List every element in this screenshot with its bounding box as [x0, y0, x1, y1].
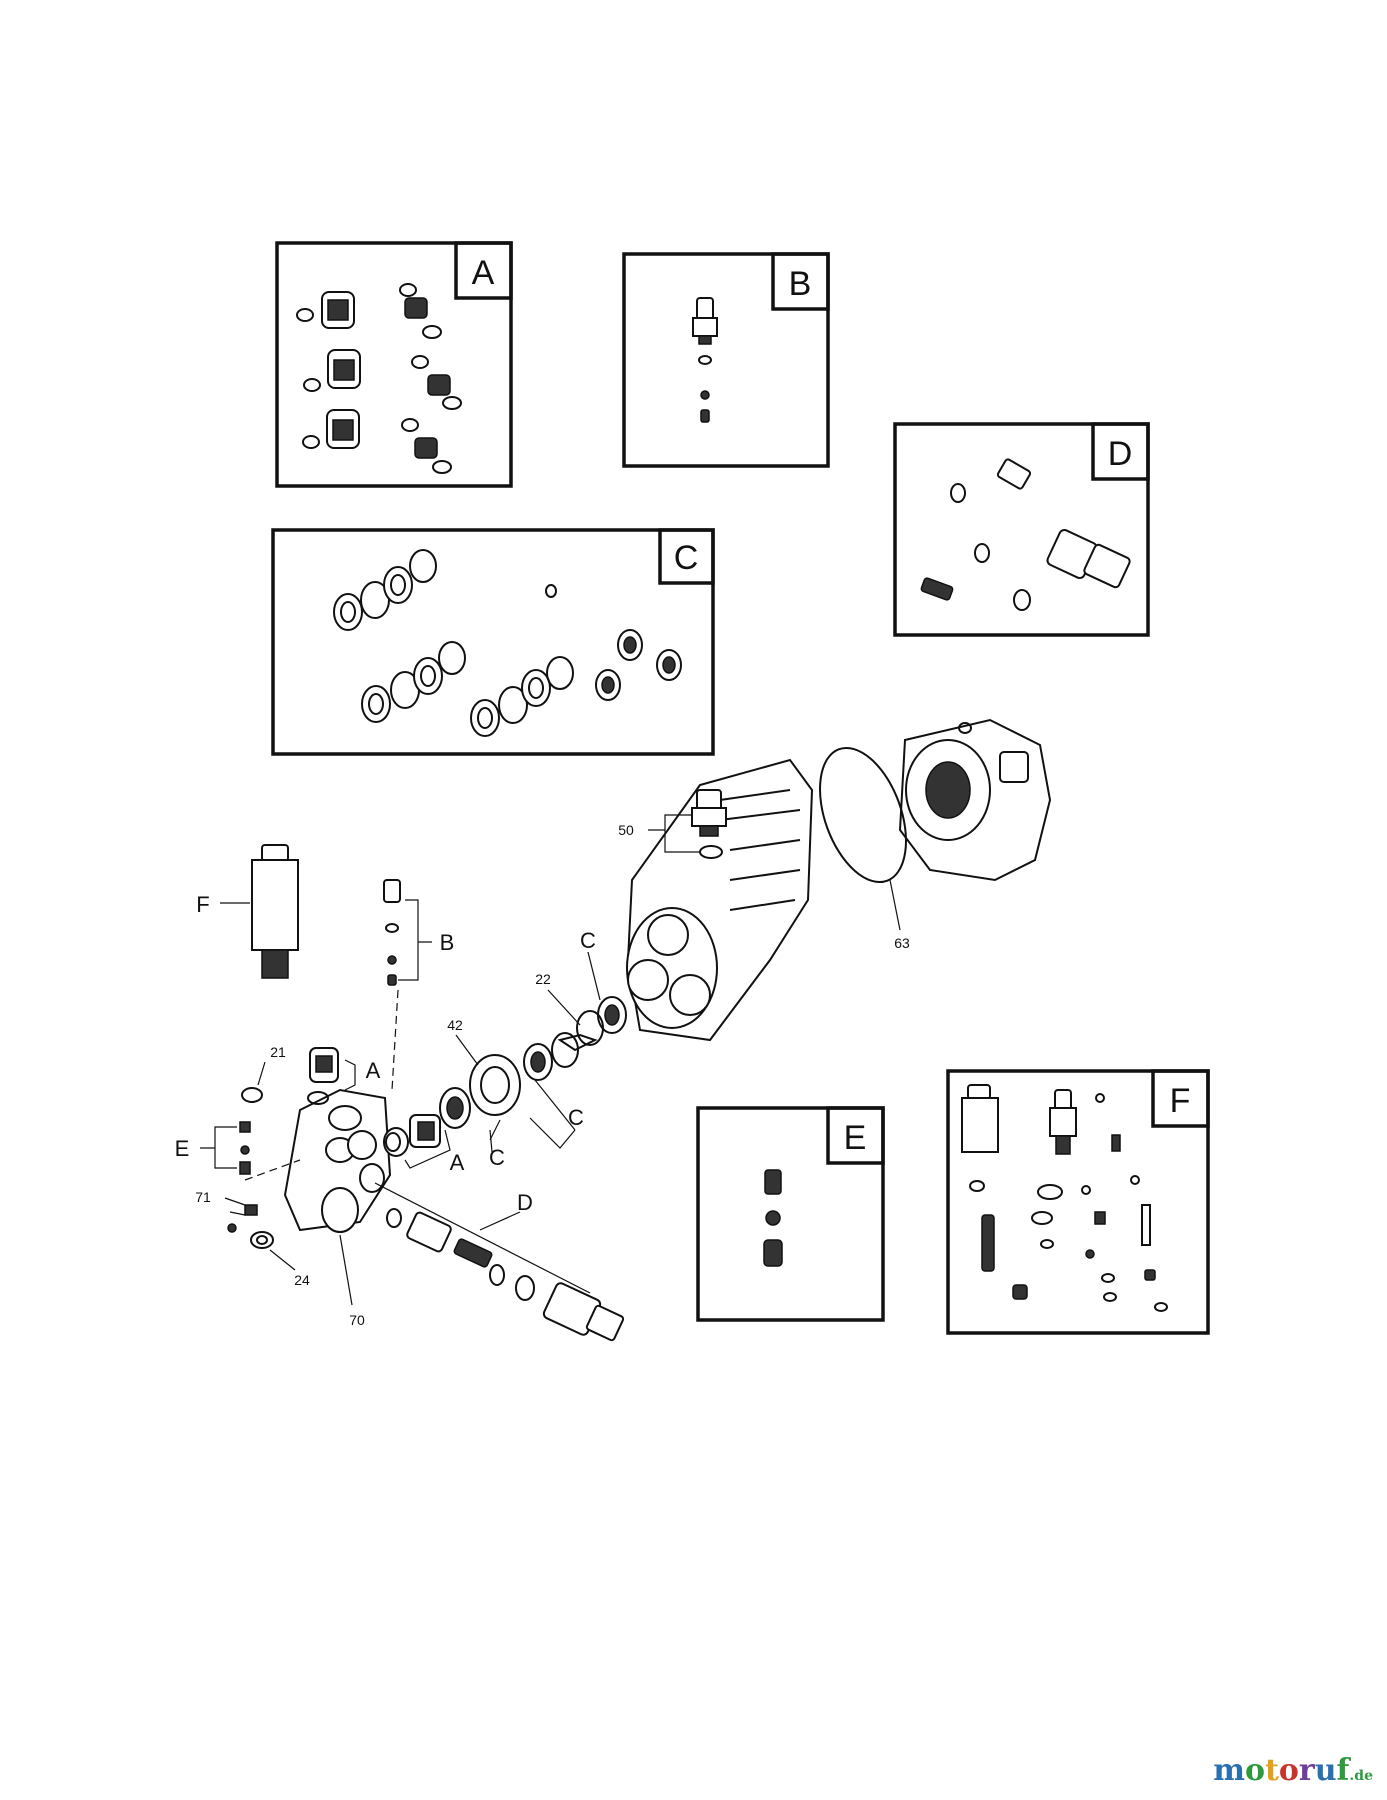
- watermark-letter: o: [1245, 1753, 1266, 1788]
- label-63: 63: [894, 935, 910, 951]
- kit-c-seal-set-2: [361, 641, 466, 723]
- kit-box-d: D: [893, 422, 1150, 637]
- kit-box-c: C: [271, 528, 715, 756]
- kit-box-c-letter: C: [674, 539, 699, 577]
- kit-box-d-letter: D: [1108, 435, 1133, 473]
- crankcase-flange: [898, 718, 1052, 882]
- callout-e-main: E: [175, 1136, 190, 1161]
- kit-c-seal-set-1: [333, 549, 437, 631]
- kit-c-bushings: [595, 629, 682, 701]
- kit-a-inlet-valves: [296, 291, 361, 449]
- callout-c-mid: C: [568, 1105, 584, 1130]
- label-42: 42: [447, 1017, 463, 1033]
- callout-a-top: A: [366, 1058, 381, 1083]
- kit-box-a: A: [275, 241, 513, 488]
- watermark-letter: t: [1265, 1753, 1279, 1788]
- fitting-50: 50: [618, 789, 727, 859]
- watermark-letter: u: [1314, 1753, 1337, 1788]
- watermark-text: motoruf: [1213, 1753, 1349, 1788]
- callout-b-main: B: [440, 930, 455, 955]
- kit-box-f-letter: F: [1170, 1082, 1191, 1120]
- callout-f: F: [196, 892, 209, 917]
- kit-box-f: F: [946, 1069, 1210, 1335]
- kit-box-b-letter: B: [789, 265, 812, 303]
- label-21: 21: [270, 1044, 286, 1060]
- label-22: 22: [535, 971, 551, 987]
- kit-box-e-letter: E: [844, 1119, 867, 1157]
- oring-21: [241, 1087, 263, 1103]
- seal-stack-main: C 22 42 C: [439, 928, 627, 1149]
- callout-d-main: D: [517, 1190, 533, 1215]
- callout-c-low: C: [489, 1145, 505, 1170]
- watermark-suffix: .de: [1349, 1768, 1373, 1784]
- pump-head: [626, 758, 814, 1042]
- kit-box-e: E: [696, 1106, 885, 1322]
- kit-c-small-oring: [545, 584, 557, 598]
- label-24: 24: [294, 1272, 310, 1288]
- watermark-letter: r: [1298, 1753, 1315, 1788]
- callout-a-low: A: [450, 1150, 465, 1175]
- kit-a-outlet-valves: [399, 283, 462, 474]
- kit-box-b: B: [622, 252, 830, 468]
- label-71: 71: [195, 1189, 211, 1205]
- watermark-letter: o: [1278, 1753, 1299, 1788]
- callout-c-top: C: [580, 928, 596, 953]
- watermark-letter: m: [1213, 1753, 1245, 1788]
- fitting-b-main: B: [383, 879, 455, 1091]
- kit-d-thermal-relief-parts: [920, 458, 1131, 611]
- label-70: 70: [349, 1312, 365, 1328]
- label-50: 50: [618, 822, 634, 838]
- kit-e-check-valve-parts: [763, 1169, 783, 1267]
- manifold-assembly: A 21 E A C 71 24 70: [175, 1044, 505, 1328]
- kit-c-seal-set-3: [470, 656, 574, 737]
- kit-b-unloader-fitting: [692, 297, 718, 423]
- gasket-ring-63: 63: [819, 746, 910, 951]
- watermark-letter: f: [1336, 1753, 1350, 1788]
- kit-f-unloader-parts: [961, 1084, 1168, 1312]
- watermark-logo: motoruf.de: [1213, 1753, 1373, 1788]
- thermal-relief-d-main: D: [374, 1182, 625, 1342]
- unloader-f-main: F: [196, 844, 299, 979]
- kit-box-a-letter: A: [472, 254, 495, 292]
